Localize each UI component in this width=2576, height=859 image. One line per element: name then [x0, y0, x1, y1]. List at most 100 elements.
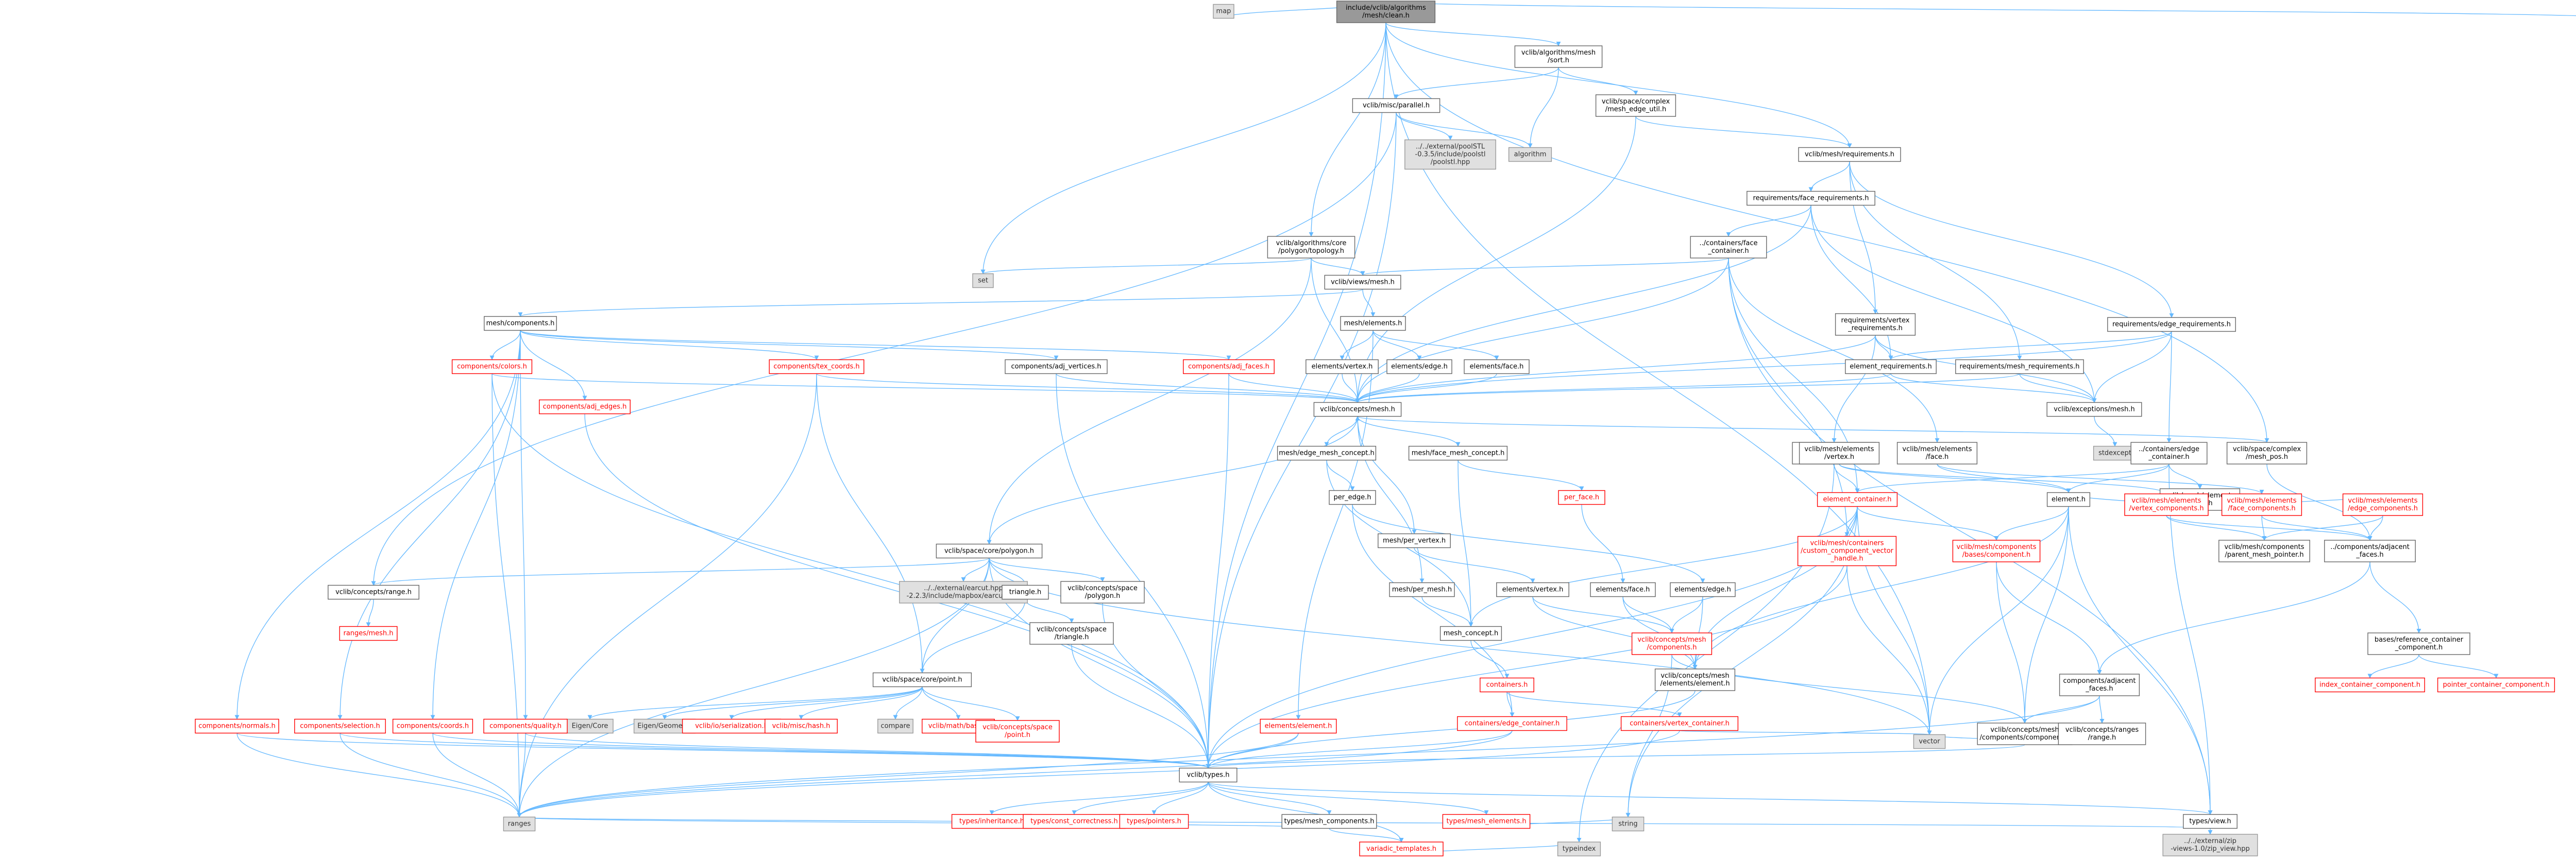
edge-me-vtx-comp-to-adj-faces2 — [2166, 515, 2372, 541]
node-views-mesh[interactable]: vclib/views/mesh.h — [1324, 274, 1401, 290]
node-c-normals[interactable]: components/normals.h — [195, 718, 279, 734]
node-space-point[interactable]: vclib/space/core/point.h — [872, 672, 972, 688]
node-cs-polygon[interactable]: vclib/concepts/space/polygon.h — [1060, 581, 1145, 604]
node-containers-h[interactable]: containers.h — [1480, 677, 1534, 693]
node-adj-faces2[interactable]: ../components/adjacent_faces.h — [2324, 540, 2416, 562]
node-mesh-req2[interactable]: requirements/mesh_requirements.h — [1955, 359, 2084, 374]
node-label: vclib/space/complex — [1602, 98, 1670, 106]
node-c-quality[interactable]: components/quality.h — [483, 718, 568, 734]
node-label: Eigen/Geometry — [637, 723, 692, 730]
node-poolstl[interactable]: ../../external/poolSTL-0.3.5/include/poo… — [1404, 139, 1496, 170]
node-c-adjv[interactable]: components/adj_vertices.h — [1005, 359, 1108, 374]
edge-c-adjv-to-concepts-mesh — [1056, 373, 1360, 403]
node-face-req[interactable]: requirements/face_requirements.h — [1747, 191, 1875, 206]
node-cr-range[interactable]: vclib/concepts/ranges/range.h — [2058, 723, 2146, 745]
node-me-edge-comp[interactable]: vclib/mesh/elements/edge_components.h — [2342, 493, 2424, 516]
node-element-el[interactable]: elements/element.h — [1260, 718, 1337, 734]
node-t-ptr[interactable]: types/pointers.h — [1119, 814, 1189, 829]
node-exc-mesh[interactable]: vclib/exceptions/mesh.h — [2046, 402, 2142, 417]
node-complex-pos[interactable]: vclib/space/complex/mesh_pos.h — [2226, 442, 2308, 465]
node-cs-point[interactable]: vclib/concepts/space/point.h — [975, 720, 1060, 743]
node-string[interactable]: string — [1612, 816, 1645, 832]
node-map[interactable]: map — [1213, 4, 1234, 19]
node-concepts-mesh[interactable]: vclib/concepts/mesh.h — [1313, 402, 1402, 417]
node-mesh-concept[interactable]: mesh_concept.h — [1439, 626, 1502, 641]
node-c-adje[interactable]: components/adj_edges.h — [539, 399, 631, 415]
node-mesh-comp[interactable]: mesh/components.h — [484, 316, 557, 331]
node-pointer-cc[interactable]: pointer_container_component.h — [2437, 677, 2555, 693]
node-cm-comp2[interactable]: vclib/concepts/mesh/components/component… — [1977, 723, 2073, 745]
node-adj-faces3[interactable]: components/adjacent_faces.h — [2059, 674, 2140, 696]
node-c-tex[interactable]: components/tex_coords.h — [769, 359, 865, 374]
node-types[interactable]: vclib/types.h — [1179, 767, 1238, 783]
node-bases-comp[interactable]: vclib/mesh/components/bases/component.h — [1952, 540, 2041, 562]
node-serial[interactable]: vclib/io/serialization.h — [682, 718, 782, 734]
node-per-edge[interactable]: per_edge.h — [1329, 490, 1376, 505]
node-custom-comp[interactable]: vclib/mesh/containers/custom_component_v… — [1797, 536, 1897, 566]
node-mesh-req[interactable]: vclib/mesh/requirements.h — [1798, 147, 1901, 162]
node-t-const[interactable]: types/const_correctness.h — [1023, 814, 1126, 829]
node-el-vertex2[interactable]: elements/vertex.h — [1496, 582, 1569, 597]
node-complex-edge[interactable]: vclib/space/complex/mesh_edge_util.h — [1595, 94, 1676, 117]
node-me-face[interactable]: vclib/mesh/elements/face.h — [1896, 442, 1978, 465]
node-label: types/inheritance.h — [959, 818, 1024, 826]
node-ranges-mesh[interactable]: ranges/mesh.h — [339, 626, 398, 641]
node-index-cc[interactable]: index_container_component.h — [2315, 677, 2425, 693]
node-elem-req[interactable]: element_requirements.h — [1845, 359, 1937, 374]
node-face-mc[interactable]: mesh/face_mesh_concept.h — [1408, 445, 1508, 461]
node-me-face-comp[interactable]: vclib/mesh/elements/face_components.h — [2221, 493, 2302, 516]
node-t-inherit[interactable]: types/inheritance.h — [951, 814, 1032, 829]
node-algo-sort[interactable]: vclib/algorithms/mesh/sort.h — [1514, 45, 1603, 68]
node-cm-components[interactable]: vclib/concepts/mesh/components.h — [1631, 632, 1713, 655]
node-el-edge[interactable]: elements/edge.h — [1386, 359, 1452, 374]
node-parallel[interactable]: vclib/misc/parallel.h — [1352, 98, 1440, 113]
node-variadic[interactable]: variadic_templates.h — [1359, 841, 1444, 856]
node-c-colors[interactable]: components/colors.h — [451, 359, 533, 374]
node-me-vertex[interactable]: vclib/mesh/elements/vertex.h — [1799, 442, 1880, 465]
node-bases-rc[interactable]: bases/reference_container_component.h — [2367, 632, 2470, 655]
node-typeindex[interactable]: typeindex — [1557, 841, 1601, 856]
node-set[interactable]: set — [972, 273, 994, 288]
node-parent-ptr[interactable]: vclib/mesh/components/parent_mesh_pointe… — [2218, 540, 2310, 562]
node-t-meshel[interactable]: types/mesh_elements.h — [1442, 814, 1531, 829]
node-edge-mc[interactable]: mesh/edge_mesh_concept.h — [1277, 445, 1377, 461]
node-eigen-core[interactable]: Eigen/Core — [566, 718, 614, 734]
node-c-coords[interactable]: components/coords.h — [392, 718, 473, 734]
node-cont-vtx[interactable]: containers/vertex_container.h — [1620, 716, 1739, 731]
node-cont-edge[interactable]: containers/edge_container.h — [1457, 716, 1567, 731]
node-space-polygon[interactable]: vclib/space/core/polygon.h — [936, 543, 1043, 559]
node-triangle[interactable]: triangle.h — [1002, 585, 1049, 600]
node-el-face2[interactable]: elements/face.h — [1590, 582, 1656, 597]
node-cm-element[interactable]: vclib/concepts/mesh/elements/element.h — [1654, 668, 1736, 691]
node-cs-triangle[interactable]: vclib/concepts/space/triangle.h — [1029, 622, 1114, 645]
node-stdexcept[interactable]: stdexcept — [2093, 445, 2137, 461]
node-me-vtx-comp[interactable]: vclib/mesh/elements/vertex_components.h — [2124, 493, 2209, 516]
node-el-face[interactable]: elements/face.h — [1464, 359, 1530, 374]
node-t-view[interactable]: types/view.h — [2183, 814, 2238, 829]
node-algorithm[interactable]: algorithm — [1508, 147, 1552, 162]
node-edge-cont[interactable]: ../containers/edge_container.h — [2130, 442, 2208, 465]
node-concepts-range[interactable]: vclib/concepts/range.h — [328, 585, 419, 600]
node-vtx-req[interactable]: requirements/vertex_requirements.h — [1835, 313, 1916, 336]
node-el-edge2[interactable]: elements/edge.h — [1670, 582, 1736, 597]
node-face-cont[interactable]: ../containers/face_container.h — [1690, 236, 1767, 259]
node-algo-core[interactable]: vclib/algorithms/core/polygon/topology.h — [1267, 236, 1355, 259]
node-per-mesh[interactable]: mesh/per_mesh.h — [1389, 582, 1455, 597]
node-per-vertex[interactable]: mesh/per_vertex.h — [1378, 533, 1451, 548]
node-root[interactable]: include/vclib/algorithms/mesh/clean.h — [1336, 1, 1436, 23]
node-element-h[interactable]: element.h — [2046, 492, 2091, 507]
node-per-face[interactable]: per_face.h — [1558, 490, 1605, 505]
node-vector[interactable]: vector — [1913, 734, 1946, 749]
node-el-vertex[interactable]: elements/vertex.h — [1306, 359, 1379, 374]
node-zip-view[interactable]: ../../external/zip-views-1.0/zip_view.hp… — [2162, 834, 2258, 856]
node-compare[interactable]: compare — [877, 718, 913, 734]
node-edge-req[interactable]: requirements/edge_requirements.h — [2107, 317, 2236, 332]
node-c-adjf[interactable]: components/adj_faces.h — [1183, 359, 1275, 374]
node-ranges[interactable]: ranges — [503, 816, 536, 832]
node-misc-hash[interactable]: vclib/misc/hash.h — [765, 718, 838, 734]
node-box — [975, 720, 1060, 743]
node-t-meshcomp[interactable]: types/mesh_components.h — [1281, 814, 1377, 829]
node-mesh-elem[interactable]: mesh/elements.h — [1340, 316, 1406, 331]
node-elem-cont[interactable]: element_container.h — [1817, 492, 1898, 507]
node-c-selection[interactable]: components/selection.h — [294, 718, 386, 734]
